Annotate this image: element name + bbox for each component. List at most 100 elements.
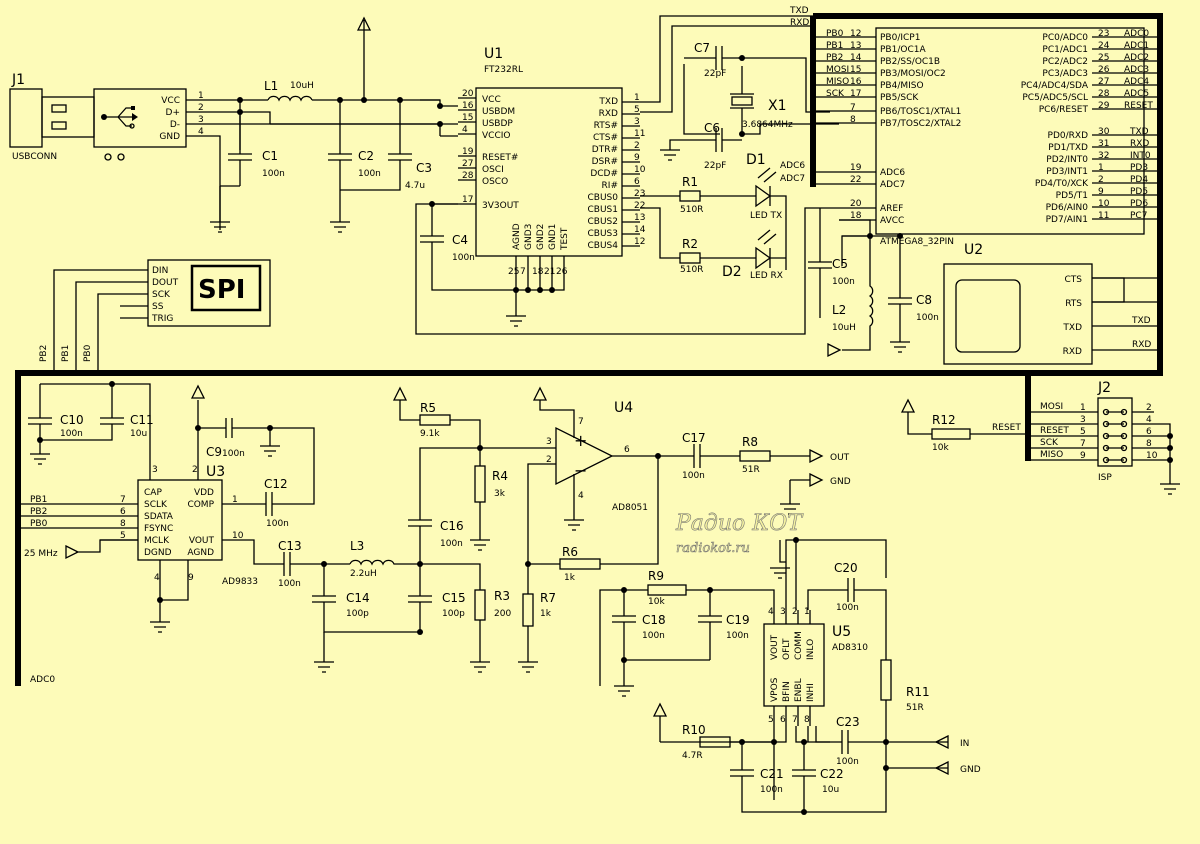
isp-pin-number: 4 (1146, 415, 1152, 425)
ic-u2-atmega8: ATMEGA8_32PIN U2 PB0/ICP112PB0PB1/OC1A13… (780, 27, 1160, 258)
spi-pin-label: SCK (152, 290, 171, 300)
c4-ref: C4 (452, 233, 468, 247)
atmega-net-label: ADC2 (1124, 53, 1149, 63)
c13-value: 100n (278, 579, 301, 589)
inductor-l3: L3 2.2uH (350, 539, 377, 579)
c19-ref: C19 (726, 613, 750, 627)
opamp-pin-number: 7 (578, 417, 584, 427)
ft232-pin-label: GND2 (536, 224, 546, 250)
c16-value: 100n (440, 539, 463, 549)
u2-part: ATMEGA8_32PIN (880, 237, 954, 247)
c18-ref: C18 (642, 613, 666, 627)
resistor-r3: R3 200 (494, 589, 511, 619)
r1-value: 510R (680, 205, 703, 215)
atmega-pin-number: 28 (1098, 89, 1110, 99)
ft232-pin-number: 18 (532, 267, 544, 277)
resistor-r7: R7 1k (540, 591, 556, 619)
r2-value: 510R (680, 265, 703, 275)
capacitor-c18: C18 100n (642, 613, 666, 641)
atmega-pin-label: PC4/ADC4/SDA (1021, 81, 1089, 91)
atmega-pin-number: 32 (1098, 151, 1109, 161)
ad8310-pin-number: 3 (780, 607, 786, 617)
spi-title: SPI (198, 275, 245, 305)
ad9833-net-label: PB0 (30, 519, 48, 529)
ft232-pin-number: 14 (634, 225, 646, 235)
output-stage: OUT GND (682, 444, 851, 515)
r5-ref: R5 (420, 401, 436, 415)
atmega-pin-number: 13 (850, 41, 861, 51)
r11-value: 51R (906, 703, 924, 713)
atmega-pin-label: AREF (880, 204, 903, 214)
serial-pin-label: RTS (1065, 299, 1082, 309)
isp-pin-number: 8 (1146, 439, 1152, 449)
capacitor-c9: C9 100n (206, 445, 245, 459)
c8-value: 100n (916, 313, 939, 323)
ad9833-pin-label: FSYNC (144, 524, 173, 534)
d1-ref: D1 (746, 152, 766, 168)
atmega-pin-number: 1 (1098, 163, 1104, 173)
clock-label: 25 MHz (24, 549, 58, 559)
c23-value: 100n (836, 757, 859, 767)
c5-value: 100n (832, 277, 855, 287)
ad9833-pin-label: MCLK (144, 536, 170, 546)
ft232-pin-number: 11 (634, 129, 645, 139)
spi-pin-label: TRIG (151, 314, 173, 324)
capacitor-c20: C20 100n (834, 561, 859, 613)
c21-ref: C21 (760, 767, 784, 781)
capacitor-c2: C2 100n (328, 100, 381, 233)
ft232-pin-label: CBUS3 (588, 229, 619, 239)
ad9833-pin-label: AGND (187, 548, 214, 558)
ic-u5-ad8310: U5 AD8310 VOUT4OFLT3COMM2INLO1VPOS5BFIN6… (763, 607, 868, 726)
ad9833-pin-number: 5 (120, 531, 126, 541)
atmega-net-label: ADC5 (1124, 89, 1149, 99)
net-gnd-out: GND (830, 477, 851, 487)
ic-u1-ft232rl: U1 FT232RL VCC20USBDM16USBDP15VCCIO4RESE… (458, 46, 646, 277)
svg-text:Радио КОТ: Радио КОТ (675, 511, 804, 536)
j2-ref: J2 (1097, 380, 1111, 396)
c12-ref: C12 (264, 477, 288, 491)
resistor-r12: R12 10k RESET (900, 398, 1028, 453)
u5-ref: U5 (832, 624, 851, 640)
c22-value: 10u (822, 785, 839, 795)
ft232-pin-number: 10 (634, 165, 646, 175)
capacitor-c1: C1 100n (228, 112, 285, 186)
u4-ref: U4 (614, 400, 633, 416)
atmega-pin-number: 16 (850, 77, 862, 87)
ft232-pin-number: 22 (634, 201, 645, 211)
c17-value: 100n (682, 471, 705, 481)
atmega-pin-label: PB3/MOSI/OC2 (880, 69, 946, 79)
ft232-pin-label: CBUS1 (588, 205, 619, 215)
r5-value: 9.1k (420, 429, 440, 439)
net-rxd-serial: RXD (1132, 340, 1151, 350)
ad8310-pin-number: 2 (792, 607, 798, 617)
ft232-pin-label: CTS# (593, 133, 618, 143)
isp-pin-number: 9 (1080, 451, 1086, 461)
d2-value: LED RX (750, 271, 783, 281)
atmega-pin-number: 15 (850, 65, 861, 75)
opamp-pin-number: 4 (578, 491, 584, 501)
ft232-pin-label: DCD# (590, 169, 618, 179)
isp-net-label: MOSI (1040, 402, 1063, 412)
atmega-net-label: PB0 (826, 29, 844, 39)
inductor-l2: L2 10uH (832, 303, 856, 333)
c5-ref: C5 (832, 257, 848, 271)
capacitor-c21: C21 100n (760, 767, 784, 795)
ft232-pin-label: VCC (482, 95, 501, 105)
resistor-r9: R9 10k (648, 569, 665, 607)
atmega-pin-number: 8 (850, 115, 856, 125)
atmega-pin-label: PB2/SS/OC1B (880, 57, 940, 67)
resistor-r1: R1 510R (680, 175, 703, 215)
ft232-pin-label: AGND (512, 223, 522, 250)
usb-pin-number: 3 (198, 115, 204, 125)
ad9833-pin-label: SDATA (144, 512, 174, 522)
spi-pin-label: SS (152, 302, 164, 312)
atmega-pin-label: PD5/T1 (1056, 191, 1088, 201)
atmega-pin-number: 9 (1098, 187, 1104, 197)
ad9833-pin-number: 4 (154, 573, 160, 583)
ft232-pin-label: USBDM (482, 107, 515, 117)
c16-ref: C16 (440, 519, 464, 533)
opamp-pin-number: 2 (546, 455, 552, 465)
d2-ref: D2 (722, 264, 742, 280)
